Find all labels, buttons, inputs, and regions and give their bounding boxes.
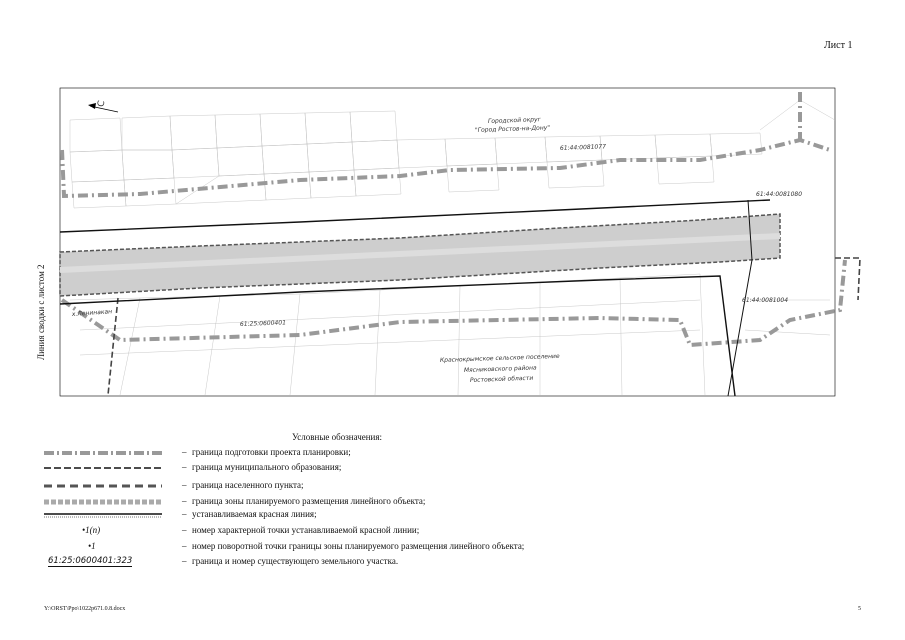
- legend-item: – граница зоны планируемого размещения л…: [40, 496, 600, 508]
- red-line-point-symbol: •1(п): [82, 525, 101, 535]
- turning-point-symbol: •1: [88, 541, 96, 551]
- legend-item: •1(п) – номер характерной точки устанавл…: [40, 525, 600, 537]
- label-parcel-1: 61:44:0081077: [560, 143, 606, 152]
- sheet-number: Лист 1: [824, 40, 853, 51]
- municipal-boundary-symbol: [44, 467, 162, 469]
- label-parcel-2: 61:25:0600401: [240, 319, 286, 328]
- legend-item: – граница подготовки проекта планировки;: [40, 447, 600, 459]
- legend-item: – граница муниципального образования;: [40, 462, 600, 474]
- label-parcel-4: 61:44:0081004: [742, 297, 788, 304]
- label-region: Ростовской области: [470, 375, 534, 384]
- label-village: х.Ленинакан: [71, 308, 113, 318]
- legend-item: •1 – номер поворотной точки границы зоны…: [40, 541, 600, 553]
- map-frame: [59, 87, 836, 397]
- page-number: 5: [858, 606, 861, 612]
- settlement-boundary-symbol: [44, 484, 162, 488]
- match-line-label: Линия сводки с листом 2: [36, 264, 46, 360]
- file-path: Y:\ORST\Ppo\1022p671.0.8.docx: [44, 606, 126, 612]
- planning-boundary-north: [60, 137, 831, 199]
- legend-item: – граница населенного пункта;: [40, 480, 600, 492]
- legend-title: Условные обозначения:: [292, 432, 383, 442]
- planning-boundary-symbol: [44, 451, 162, 455]
- label-district: Мясниковского района: [464, 364, 537, 374]
- red-line-south: [59, 275, 736, 397]
- red-line-north: [59, 199, 771, 233]
- red-line-symbol: [44, 513, 162, 518]
- label-settlement: Краснокрымское сельское поселение: [440, 353, 560, 364]
- north-letter: С: [96, 100, 107, 108]
- linear-zone-symbol: [44, 499, 162, 505]
- north-arrow-icon: [88, 103, 119, 113]
- legend-item: 61:25:0600401:323 – граница и номер суще…: [40, 556, 600, 568]
- parcel-symbol: 61:25:0600401:323: [48, 556, 133, 567]
- label-city-name: "Город Ростов-на-Дону": [475, 124, 551, 134]
- settlement-boundary: [107, 297, 119, 396]
- label-parcel-3: 61:44:0081080: [756, 191, 802, 198]
- legend-item: – устанавливаемая красная линия;: [40, 509, 600, 521]
- label-city-district: Городской округ: [488, 116, 542, 125]
- planning-map: С Городской округ "Город Ростов-на-Дону"…: [59, 87, 861, 397]
- planning-boundary-south: [60, 259, 847, 348]
